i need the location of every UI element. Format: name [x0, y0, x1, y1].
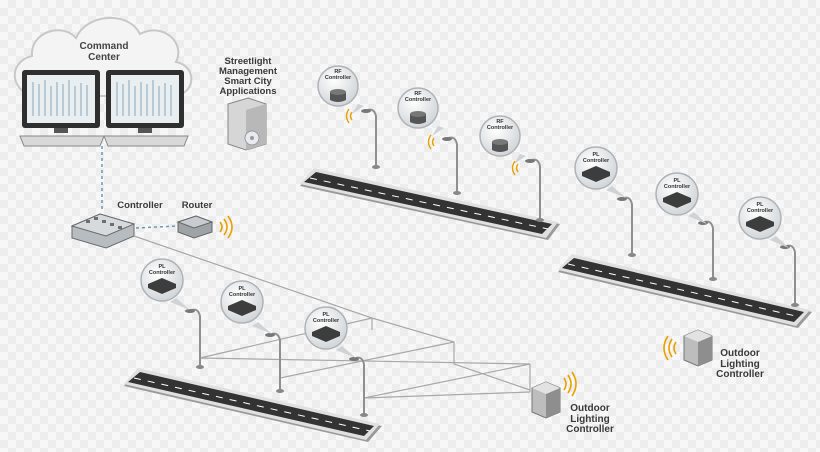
signal-icon: [663, 335, 677, 361]
rf-controller-label: RF Controller: [324, 69, 352, 81]
apps-label: Streetlight Management Smart City Applic…: [218, 56, 278, 97]
controller-label: Controller: [117, 200, 163, 211]
streetlight-right-3: [780, 244, 799, 307]
controller-box-icon: [663, 192, 691, 208]
road-bottom: [124, 368, 382, 442]
signal-icon: [219, 215, 233, 239]
router-label: Router: [181, 200, 213, 211]
controller-box-icon: [312, 326, 340, 342]
streetlight-right-1: [617, 196, 636, 257]
controller-box-icon: [746, 216, 774, 232]
monitor-left: [19, 70, 105, 147]
signal-icon: [345, 108, 353, 124]
streetlight-right-2: [698, 220, 717, 281]
rf-controller-label: RF Controller: [486, 119, 514, 131]
signal-icon: [563, 371, 577, 397]
dashed-link-controller-router: [135, 225, 179, 229]
rf-bubble-3: [479, 115, 526, 164]
streetlight-icon: [698, 221, 708, 225]
power-wires: [133, 235, 531, 399]
pl-controller-label: PL Controller: [312, 312, 340, 324]
streetlight-icon: [185, 309, 195, 313]
pl-controller-label: PL Controller: [228, 286, 256, 298]
streetlight-top-1: [361, 108, 380, 169]
pl-bubble-r1: [574, 146, 626, 198]
controller-device: [70, 213, 136, 249]
streetlight-bottom-1: [185, 308, 204, 369]
streetlight-icon: [442, 137, 452, 141]
rf-bubble-2: [397, 87, 444, 136]
outdoor-controller-right-label: Outdoor Lighting Controller: [716, 348, 764, 380]
server-icon: [227, 97, 267, 151]
road-top: [300, 168, 560, 240]
command-center-label: Command Center: [79, 41, 129, 63]
pl-controller-label: PL Controller: [148, 264, 176, 276]
streetlight-top-3: [525, 158, 544, 222]
keyboard-icon: [103, 135, 189, 147]
pl-bubble-r3: [738, 196, 789, 248]
pl-bubble-b1: [140, 258, 190, 310]
router-icon: [176, 215, 214, 239]
rf-controller-label: RF Controller: [404, 91, 432, 103]
controller-box-icon: [582, 166, 610, 182]
streetlight-icon: [265, 333, 275, 337]
rf-bubble-1: [317, 65, 364, 114]
streetlight-bottom-3: [349, 356, 368, 417]
outdoor-controller-right: [683, 329, 713, 367]
pl-controller-label: PL Controller: [582, 152, 610, 164]
outdoor-controller-bottom-label: Outdoor Lighting Controller: [566, 403, 614, 435]
signal-icon: [511, 160, 519, 176]
monitor-right: [103, 70, 189, 147]
streetlight-bottom-2: [265, 332, 284, 393]
pl-bubble-b2: [220, 280, 272, 334]
controller-box-icon: [148, 278, 176, 294]
streetlight-icon: [349, 357, 359, 361]
pl-controller-label: PL Controller: [746, 202, 774, 214]
streetlight-top-2: [442, 136, 461, 195]
keyboard-icon: [19, 135, 105, 147]
pl-bubble-r2: [655, 172, 707, 224]
streetlight-icon: [525, 159, 535, 163]
road-right: [558, 254, 812, 328]
streetlight-icon: [361, 109, 371, 113]
pl-bubble-b3: [304, 306, 356, 358]
controller-box-icon: [228, 300, 256, 316]
streetlight-icon: [780, 245, 790, 249]
outdoor-controller-bottom: [531, 381, 561, 419]
pl-controller-label: PL Controller: [663, 178, 691, 190]
streetlight-icon: [617, 197, 627, 201]
signal-icon: [427, 134, 435, 150]
